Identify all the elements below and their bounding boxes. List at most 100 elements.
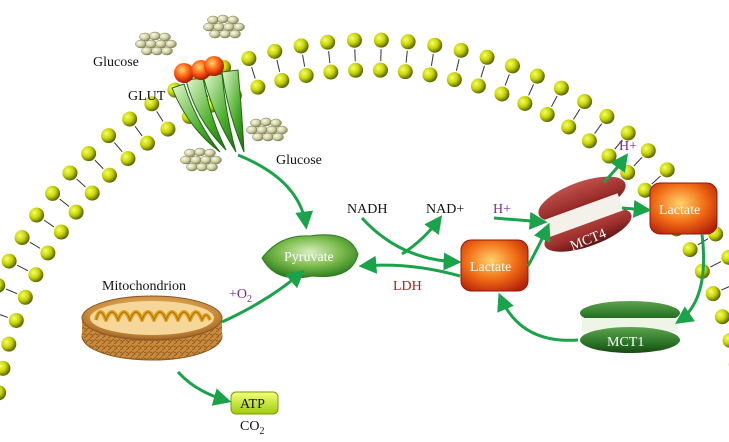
ldh-label: LDH [393, 279, 422, 294]
pyruvate-node: Pyruvate [261, 234, 359, 279]
lipid-tail [94, 159, 104, 170]
glucose-molecule [194, 147, 206, 157]
glucose-molecule [219, 29, 231, 39]
lipid-head [601, 148, 617, 164]
lipid-head [29, 207, 45, 223]
lipid-tail [455, 59, 460, 71]
mitochondrion-label: Mitochondrion [102, 279, 186, 294]
atp-badge: ATP [230, 391, 279, 415]
lipid-head [45, 185, 61, 201]
mct4-transporter: MCT4 [538, 176, 632, 254]
lipid-tail [430, 54, 434, 67]
co2-subscript: 2 [259, 426, 264, 437]
glut-label: GLUT [128, 89, 166, 104]
lipid-head [62, 165, 78, 181]
lactate-outer-label: Lactate [659, 203, 700, 218]
lipid-head [705, 286, 721, 302]
lipid-head [346, 32, 362, 48]
lipid-head [446, 72, 462, 88]
lipid-tail [276, 59, 281, 72]
glucose-molecule [209, 29, 221, 39]
lipid-head [561, 119, 577, 135]
lipid-head [144, 96, 160, 112]
glucose-molecule [252, 132, 264, 142]
lipid-tail [134, 125, 143, 137]
lipid-head [0, 385, 7, 401]
lipid-head [721, 249, 729, 265]
co2-label: CO2 [240, 419, 264, 437]
lipid-head [101, 128, 117, 144]
lipid-tail [29, 241, 41, 249]
lipid-head [539, 107, 555, 123]
lipid-tail [504, 74, 510, 86]
lipid-tail [43, 219, 55, 228]
glucose-cluster-icon [135, 14, 288, 172]
lipid-head [160, 121, 176, 137]
lipid-tail [76, 178, 86, 188]
h-plus-in-label: H+ [493, 202, 511, 217]
nadh-label: NADH [347, 202, 387, 217]
lipid-head [102, 167, 118, 183]
lipid-head [599, 109, 615, 125]
lipid-head [120, 151, 136, 167]
glucose-molecule [161, 46, 173, 56]
lactate-inner-box: Lactate [460, 239, 529, 292]
lipid-head [714, 309, 729, 325]
lipid-head [1, 253, 17, 269]
lipid-head [53, 224, 69, 240]
lipid-head [620, 125, 636, 141]
lipid-tail [405, 50, 408, 63]
glucose-molecule [206, 162, 218, 172]
lipid-head [577, 94, 593, 110]
lipid-head [40, 245, 56, 261]
lipid-head [250, 79, 266, 95]
glucose-molecule [135, 39, 147, 49]
lipid-tail [251, 66, 256, 79]
lipid-head [637, 182, 653, 198]
h-plus-out-label: H+ [619, 139, 637, 154]
lipid-head [529, 68, 545, 84]
lipid-head [427, 37, 443, 53]
lipid-head [494, 86, 510, 102]
lipid-head [0, 360, 11, 376]
glucose-molecule [260, 117, 272, 127]
glucose-molecule [151, 46, 163, 56]
lipid-head [293, 38, 309, 54]
lipid-head [84, 185, 100, 201]
lipid-tail [710, 261, 722, 268]
lipid-tail [156, 111, 164, 122]
lipid-head [81, 146, 97, 162]
co2-prefix: CO [240, 419, 259, 434]
lipid-head [17, 289, 33, 305]
lipid-head [479, 49, 495, 65]
lipid-head [8, 312, 24, 328]
lipid-head [372, 62, 388, 78]
glucose-molecule [272, 132, 284, 142]
lipid-head [422, 67, 438, 83]
lipid-head [553, 80, 569, 96]
lipid-head [0, 278, 6, 293]
lipid-tail [528, 84, 535, 96]
mct1-label: MCT1 [607, 335, 644, 350]
lipid-head [397, 64, 413, 80]
glucose-outside-label: Glucose [93, 55, 139, 70]
glucose-molecule [186, 162, 198, 172]
mitochondrion-icon [81, 295, 223, 361]
lipid-tail [651, 175, 661, 185]
lipid-head [298, 67, 314, 83]
glucose-molecule [196, 162, 208, 172]
o2-label: +O2 [229, 287, 252, 305]
lipid-tail [328, 51, 331, 64]
lipid-tail [573, 108, 581, 120]
lipid-tail [0, 314, 8, 318]
lipid-head [400, 34, 416, 50]
lipid-head [323, 64, 339, 80]
lipid-head [640, 143, 656, 159]
glucose-molecule [141, 46, 153, 56]
glucose-inside-label: Glucose [276, 153, 322, 168]
glut-transporter-icon [171, 56, 245, 153]
lipid-tail [721, 286, 729, 291]
lipid-head [14, 230, 30, 246]
lipid-head [241, 51, 257, 67]
